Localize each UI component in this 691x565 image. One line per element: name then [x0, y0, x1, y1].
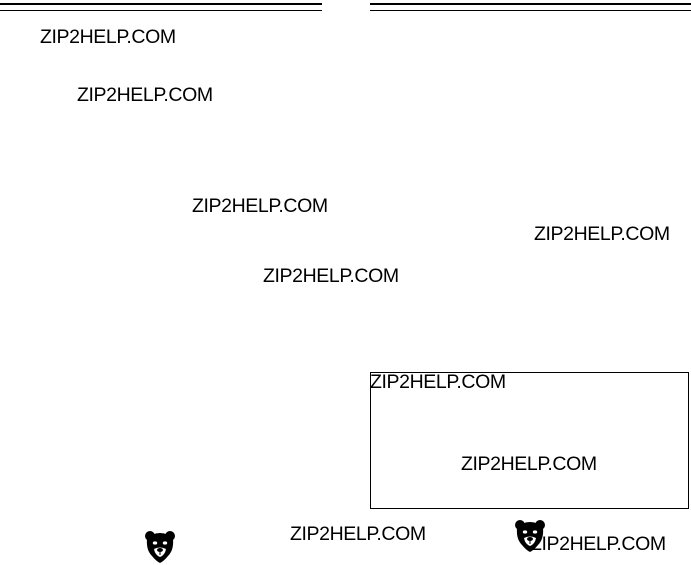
watermark-text: ZIP2HELP.COM — [192, 195, 328, 217]
top-rule-left-secondary — [0, 10, 322, 11]
watermark-text: ZIP2HELP.COM — [40, 26, 176, 48]
watermark-text: ZIP2HELP.COM — [263, 265, 399, 287]
top-rule-left — [0, 3, 322, 5]
watermark-text: ZIP2HELP.COM — [290, 523, 426, 545]
top-rule-right — [370, 3, 691, 5]
watermark-text: ZIP2HELP.COM — [530, 533, 666, 555]
watermark-text: ZIP2HELP.COM — [534, 223, 670, 245]
watermark-text: ZIP2HELP.COM — [370, 371, 506, 393]
content-box — [370, 372, 689, 509]
watermark-text: ZIP2HELP.COM — [77, 84, 213, 106]
watermark-text: ZIP2HELP.COM — [461, 453, 597, 475]
bear-head-icon — [515, 520, 545, 552]
bear-head-icon — [145, 531, 175, 563]
top-rule-right-secondary — [370, 10, 691, 11]
